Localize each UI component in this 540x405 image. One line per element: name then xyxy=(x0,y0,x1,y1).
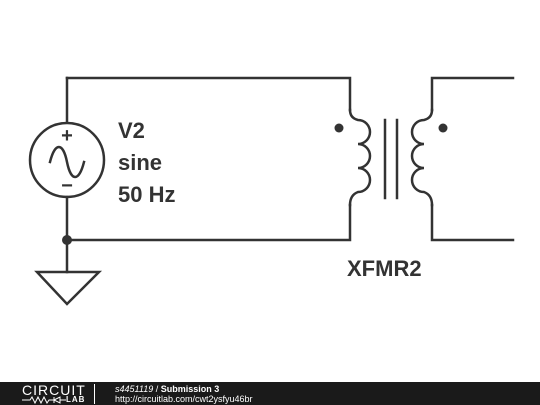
secondary-coil xyxy=(410,108,434,207)
resistor-logo-icon xyxy=(22,396,66,404)
logo-circuit-text: CIRCUIT xyxy=(22,382,86,398)
wire-secondary-top xyxy=(430,76,515,112)
circuitlab-logo[interactable]: CIRCUIT LAB xyxy=(22,382,95,404)
source-name-label: V2 xyxy=(118,118,145,143)
primary-coil xyxy=(348,108,372,207)
sine-source-symbol xyxy=(28,121,106,199)
circuit-schematic: + − V2 sine 50 Hz XFMR2 xyxy=(28,76,515,306)
separator: / xyxy=(153,384,161,394)
wire-bottom xyxy=(65,203,352,242)
user-id[interactable]: s4451119 xyxy=(115,384,154,394)
primary-polarity-dot xyxy=(334,123,344,133)
circuit-url[interactable]: http://circuitlab.com/cwt2ysfyu46br xyxy=(115,394,253,404)
sine-wave-icon xyxy=(48,145,86,179)
wire-secondary-bottom xyxy=(430,203,515,242)
wire-top xyxy=(65,76,352,112)
submission-info: s4451119 / Submission 3 xyxy=(115,384,219,394)
submission-title: Submission 3 xyxy=(160,384,220,394)
source-minus-sign: − xyxy=(61,175,73,197)
logo-lab-text: LAB xyxy=(66,395,86,404)
ground-symbol xyxy=(34,270,103,306)
transformer-name-label: XFMR2 xyxy=(347,256,422,281)
secondary-polarity-dot xyxy=(438,123,448,133)
source-plus-sign: + xyxy=(61,125,73,147)
source-frequency-label: 50 Hz xyxy=(118,182,175,207)
junction-dot xyxy=(62,235,72,245)
footer-bar: CIRCUIT LAB s4451119 / Submission 3 http… xyxy=(0,382,540,405)
source-waveform-label: sine xyxy=(118,150,162,175)
